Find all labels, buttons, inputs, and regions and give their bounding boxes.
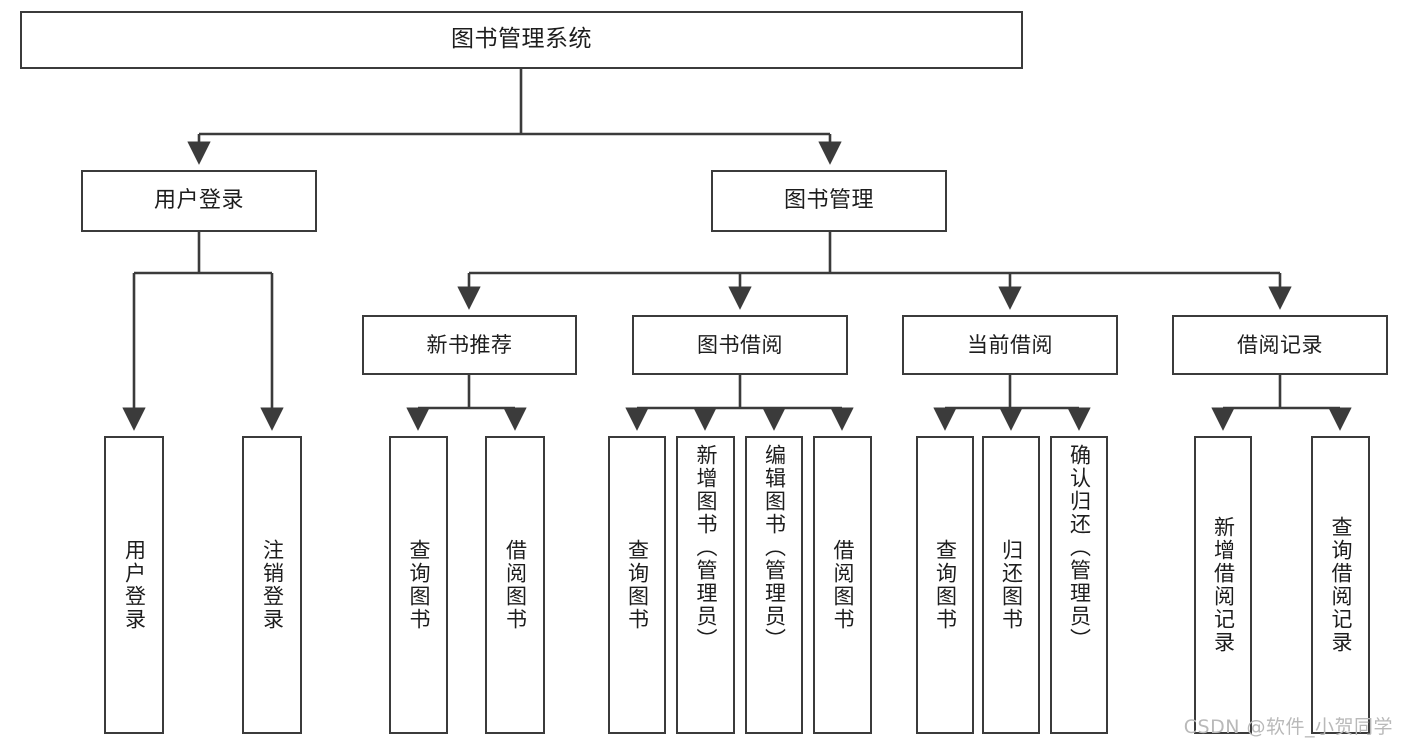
leaf-bookborrow-borrow-book-label: 借阅图书 <box>831 539 855 631</box>
node-root[interactable]: 图书管理系统 <box>20 11 1023 69</box>
node-new-book-rec[interactable]: 新书推荐 <box>362 315 577 375</box>
leaf-bookborrow-add-book-label: 新增图书（管理员） <box>694 444 718 651</box>
node-current-borrow-label: 当前借阅 <box>967 332 1053 357</box>
leaf-newbook-query-book[interactable]: 查询图书 <box>389 436 448 734</box>
leaf-currentborrow-return-book[interactable]: 归还图书 <box>982 436 1040 734</box>
leaf-borrowrecord-query-record-label: 查询借阅记录 <box>1329 516 1353 654</box>
node-book-manage-label: 图书管理 <box>783 188 874 214</box>
leaf-newbook-borrow-book[interactable]: 借阅图书 <box>485 436 545 734</box>
node-book-borrow[interactable]: 图书借阅 <box>632 315 848 375</box>
leaf-bookborrow-borrow-book[interactable]: 借阅图书 <box>813 436 872 734</box>
leaf-currentborrow-query-book-label: 查询图书 <box>933 539 958 631</box>
leaf-bookborrow-edit-book-label: 编辑图书（管理员） <box>762 444 787 651</box>
node-book-borrow-label: 图书借阅 <box>697 332 783 357</box>
leaf-user-logout[interactable]: 注销登录 <box>242 436 302 734</box>
leaf-user-login-label: 用户登录 <box>122 539 147 631</box>
leaf-bookborrow-add-book[interactable]: 新增图书（管理员） <box>676 436 735 734</box>
leaf-bookborrow-edit-book[interactable]: 编辑图书（管理员） <box>745 436 803 734</box>
node-book-manage[interactable]: 图书管理 <box>711 170 947 232</box>
leaf-currentborrow-return-book-label: 归还图书 <box>999 539 1024 631</box>
node-new-book-rec-label: 新书推荐 <box>426 332 513 357</box>
node-user-login[interactable]: 用户登录 <box>81 170 317 232</box>
leaf-borrowrecord-add-record-label: 新增借阅记录 <box>1211 516 1236 654</box>
leaf-currentborrow-confirm-return[interactable]: 确认归还（管理员） <box>1050 436 1108 734</box>
node-user-login-label: 用户登录 <box>153 188 244 214</box>
leaf-currentborrow-confirm-return-label: 确认归还（管理员） <box>1067 444 1092 651</box>
node-borrow-record-label: 借阅记录 <box>1237 332 1323 357</box>
node-root-label: 图书管理系统 <box>451 26 592 53</box>
leaf-newbook-borrow-book-label: 借阅图书 <box>503 539 528 631</box>
leaf-bookborrow-query-book[interactable]: 查询图书 <box>608 436 666 734</box>
leaf-newbook-query-book-label: 查询图书 <box>407 539 431 631</box>
leaf-borrowrecord-query-record[interactable]: 查询借阅记录 <box>1311 436 1370 734</box>
leaf-user-login[interactable]: 用户登录 <box>104 436 164 734</box>
leaf-borrowrecord-add-record[interactable]: 新增借阅记录 <box>1194 436 1252 734</box>
node-current-borrow[interactable]: 当前借阅 <box>902 315 1118 375</box>
watermark-text: CSDN @软件_小贺同学 <box>1183 716 1393 738</box>
leaf-user-logout-label: 注销登录 <box>260 539 285 631</box>
leaf-currentborrow-query-book[interactable]: 查询图书 <box>916 436 974 734</box>
leaf-bookborrow-query-book-label: 查询图书 <box>625 539 650 631</box>
node-borrow-record[interactable]: 借阅记录 <box>1172 315 1388 375</box>
